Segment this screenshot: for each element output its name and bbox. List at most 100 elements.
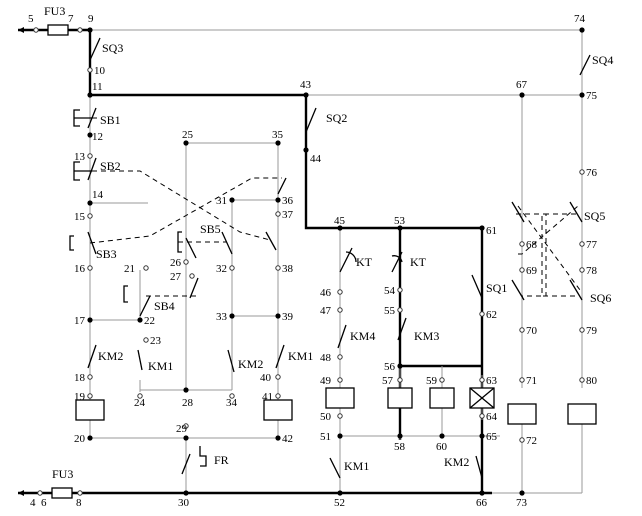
node-32: 32 (216, 263, 227, 275)
node-31: 31 (216, 195, 227, 207)
label-km3: KM3 (414, 329, 439, 343)
label-fr: FR (214, 453, 229, 467)
node-37: 37 (282, 209, 294, 221)
node-30: 30 (178, 497, 190, 509)
node-39: 39 (282, 311, 294, 323)
node-68: 68 (526, 239, 538, 251)
node-60: 60 (436, 441, 448, 453)
label-kt-a: KT (356, 255, 373, 269)
wiring (89, 29, 583, 494)
node-44: 44 (310, 153, 322, 165)
node-43: 43 (300, 79, 312, 91)
label-km1-c: KM1 (344, 459, 369, 473)
label-km2-a: KM2 (98, 349, 123, 363)
label-sq2: SQ2 (326, 111, 347, 125)
node-9: 9 (88, 13, 94, 25)
node-80: 80 (586, 375, 598, 387)
node-20: 20 (74, 433, 86, 445)
label-km2-b: KM2 (238, 357, 263, 371)
node-27: 27 (170, 271, 182, 283)
node-62: 62 (486, 309, 497, 321)
node-63: 63 (486, 375, 498, 387)
contacts (69, 37, 591, 479)
node-54: 54 (384, 285, 396, 297)
label-sb3: SB3 (96, 247, 117, 261)
label-km4: KM4 (350, 329, 375, 343)
node-7: 7 (68, 13, 74, 25)
label-sb5: SB5 (200, 222, 221, 236)
label-sq4: SQ4 (592, 53, 613, 67)
label-sb4: SB4 (154, 299, 175, 313)
node-12: 12 (92, 131, 103, 143)
node-11: 11 (92, 81, 103, 93)
node-73: 73 (516, 497, 528, 509)
node-16: 16 (74, 263, 86, 275)
node-42: 42 (282, 433, 293, 445)
node-53: 53 (394, 215, 406, 227)
node-52: 52 (334, 497, 345, 509)
node-78: 78 (586, 265, 598, 277)
node-labels: 4 5 6 7 8 9 10 11 12 13 14 15 16 17 18 1… (28, 13, 598, 509)
node-33: 33 (216, 311, 228, 323)
label-km1-a: KM1 (148, 359, 173, 373)
label-sb2: SB2 (100, 159, 121, 173)
node-24: 24 (134, 397, 146, 409)
linkages (89, 117, 581, 297)
label-sq5: SQ5 (584, 209, 605, 223)
node-48: 48 (320, 352, 332, 364)
node-36: 36 (282, 195, 294, 207)
node-76: 76 (586, 167, 598, 179)
node-51: 51 (320, 431, 331, 443)
node-6: 6 (41, 497, 47, 509)
label-sb1: SB1 (100, 113, 121, 127)
node-22: 22 (144, 315, 155, 327)
label-fu3-bottom: FU3 (52, 467, 73, 481)
component-labels: FU3 FU3 SQ3 SQ4 SB1 SB2 SB3 SB4 SB5 KM2 … (44, 4, 613, 481)
node-72: 72 (526, 435, 537, 447)
node-26: 26 (170, 257, 182, 269)
node-70: 70 (526, 325, 538, 337)
label-sq6: SQ6 (590, 291, 611, 305)
node-47: 47 (320, 305, 332, 317)
node-77: 77 (586, 239, 598, 251)
node-75: 75 (586, 90, 598, 102)
label-sq1: SQ1 (486, 281, 507, 295)
node-49: 49 (320, 375, 332, 387)
terminals (33, 27, 585, 496)
coils (75, 387, 597, 425)
node-41: 41 (262, 391, 273, 403)
node-28: 28 (182, 397, 194, 409)
node-69: 69 (526, 265, 538, 277)
node-55: 55 (384, 305, 396, 317)
node-4: 4 (30, 497, 36, 509)
node-15: 15 (74, 211, 86, 223)
fuses (18, 24, 73, 499)
node-59: 59 (426, 375, 438, 387)
node-13: 13 (74, 151, 86, 163)
label-km1-b: KM1 (288, 349, 313, 363)
node-21: 21 (124, 263, 135, 275)
node-61: 61 (486, 225, 497, 237)
node-46: 46 (320, 287, 332, 299)
label-fu3-top: FU3 (44, 4, 65, 18)
node-50: 50 (320, 411, 332, 423)
node-19: 19 (74, 391, 86, 403)
label-kt-b: KT (410, 255, 427, 269)
node-10: 10 (94, 65, 106, 77)
node-79: 79 (586, 325, 598, 337)
node-29: 29 (176, 423, 188, 435)
node-35: 35 (272, 129, 284, 141)
node-57: 57 (382, 375, 394, 387)
node-38: 38 (282, 263, 294, 275)
node-64: 64 (486, 411, 498, 423)
node-74: 74 (574, 13, 586, 25)
node-5: 5 (28, 13, 34, 25)
node-71: 71 (526, 375, 537, 387)
node-65: 65 (486, 431, 498, 443)
node-8: 8 (76, 497, 82, 509)
node-18: 18 (74, 372, 86, 384)
node-67: 67 (516, 79, 528, 91)
node-66: 66 (476, 497, 488, 509)
node-58: 58 (394, 441, 406, 453)
